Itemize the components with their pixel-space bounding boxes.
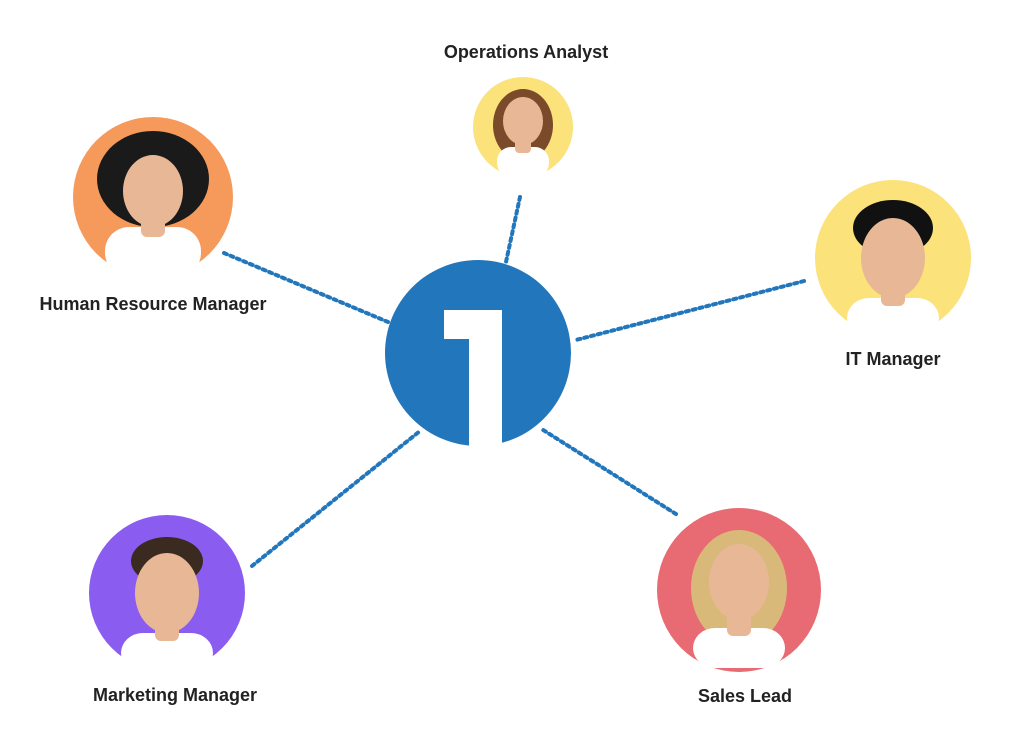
person-avatar-icon [847,200,939,338]
node-label: IT Manager [845,349,940,369]
node-it-manager: IT Manager [815,180,971,369]
node-label: Human Resource Manager [39,294,266,314]
node-label: Operations Analyst [444,42,608,62]
person-avatar-icon [691,530,787,668]
connector-human-resource-manager [222,251,390,324]
node-label: Sales Lead [698,686,792,706]
node-sales-lead: Sales Lead [657,508,821,706]
connector-sales-lead [538,426,678,516]
connector-it-manager [574,279,806,342]
node-label: Marketing Manager [93,685,257,705]
node-operations-analyst: Operations Analyst [444,42,608,177]
person-avatar-icon [121,537,213,673]
node-marketing-manager: Marketing Manager [89,515,257,705]
logo-numeral-one-icon [444,310,502,446]
person-avatar-icon [493,89,553,177]
person-avatar-icon [97,131,209,277]
connector-operations-analyst [504,195,522,264]
connectors [222,195,806,568]
node-human-resource-manager: Human Resource Manager [39,117,267,314]
connector-marketing-manager [250,429,422,568]
hub [385,260,571,446]
